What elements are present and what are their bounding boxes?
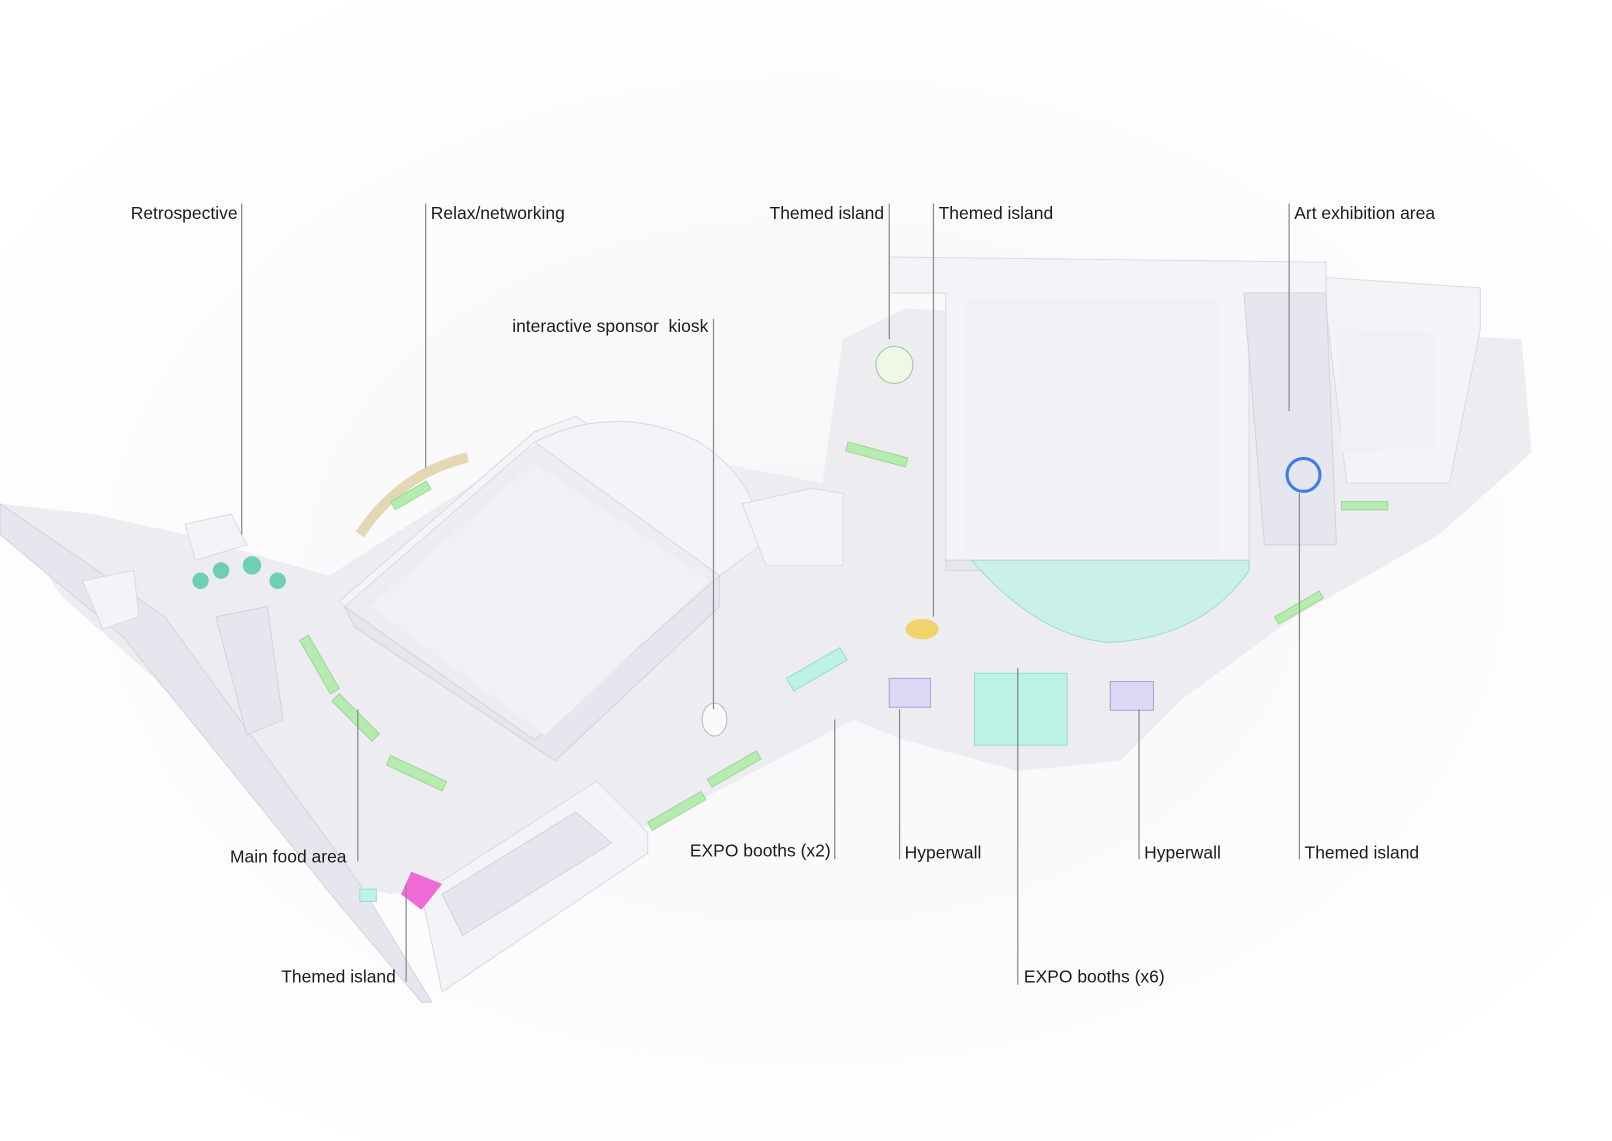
label-retrospective: Retrospective [131, 203, 238, 223]
right-main-hall [888, 256, 1327, 643]
label-themed-island-top-2: Themed island [939, 203, 1054, 223]
yellow-themed-island [905, 618, 939, 640]
leader-lines [241, 203, 1301, 985]
label-themed-island-top-1: Themed island [770, 203, 885, 223]
label-hyperwall-1: Hyperwall [905, 842, 982, 862]
hyperwall-2 [1109, 681, 1154, 711]
label-themed-island-right: Themed island [1305, 842, 1420, 862]
expo-booths-x2 [785, 646, 848, 692]
mint-curved-wall [970, 559, 1250, 643]
bottom-left-building [359, 780, 649, 993]
blue-dome-themed-island [1285, 456, 1322, 493]
label-themed-island-bottom-left: Themed island [281, 967, 396, 987]
label-art-exhibition: Art exhibition area [1294, 203, 1435, 223]
pink-themed-island [400, 871, 443, 910]
relax-green-bench [390, 480, 432, 511]
label-expo-booths-x2: EXPO booths (x2) [690, 840, 831, 860]
label-expo-booths-x6: EXPO booths (x6) [1024, 967, 1165, 987]
food-area-benches [298, 634, 448, 792]
hyperwall-1 [888, 677, 931, 708]
label-main-food-area: Main food area [230, 846, 347, 866]
sponsor-kiosk [701, 702, 728, 737]
label-relax-networking: Relax/networking [431, 203, 565, 223]
dome-themed-island [875, 345, 914, 384]
relax-bench-arc [355, 452, 469, 538]
left-main-hall [338, 415, 762, 762]
art-exhibition-wing [1243, 276, 1481, 625]
retrospective-exhibit [192, 556, 286, 590]
label-sponsor-kiosk: interactive sponsor kiosk [512, 316, 708, 336]
left-buildings [81, 513, 284, 736]
label-hyperwall-2: Hyperwall [1144, 842, 1221, 862]
middle-corridor [646, 487, 848, 832]
mint-kiosk [359, 888, 377, 903]
expo-booths-x6 [974, 672, 1068, 746]
